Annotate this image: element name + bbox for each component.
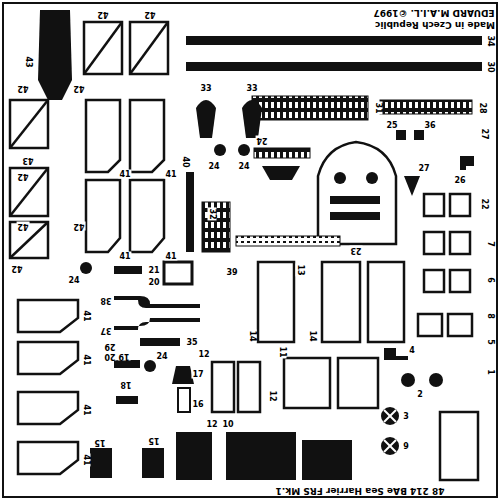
callout-number: 14 <box>248 329 257 342</box>
callout-number: 36 <box>423 121 436 130</box>
callout-number: 2 <box>416 390 424 399</box>
callout-number: 11 <box>278 345 287 358</box>
callout-number: 41 <box>82 353 91 366</box>
callout-number: 10 <box>221 420 234 429</box>
callout-number: 41 <box>164 170 177 179</box>
callout-number: 27 <box>480 127 489 140</box>
callout-number: 8 <box>486 312 495 320</box>
callout-number: 15 <box>147 436 160 445</box>
fret-inscription: Made in Czech Republic <box>374 20 496 29</box>
callout-number: 20 <box>147 278 160 287</box>
callout-number: 16 <box>191 400 204 409</box>
callout-number: 22 <box>480 197 489 210</box>
callout-number: 28 <box>478 101 487 114</box>
callout-number: 31 <box>374 101 383 114</box>
callout-number: 24 <box>155 352 168 361</box>
callout-number: 42 <box>16 222 29 231</box>
callout-number: 42 <box>72 222 85 231</box>
callout-number: 30 <box>486 60 495 73</box>
callout-number: 29 <box>103 342 116 351</box>
callout-number: 24 <box>255 136 268 145</box>
callout-number: 13 <box>296 263 305 276</box>
callout-number: 24 <box>67 276 80 285</box>
callout-number: 35 <box>185 338 198 347</box>
callout-number: 41 <box>164 252 177 261</box>
callout-number: 38 <box>99 296 112 305</box>
callout-number: 42 <box>10 264 23 273</box>
callout-number: 12 <box>197 350 210 359</box>
callout-number: 42 <box>16 172 29 181</box>
callout-number: 26 <box>453 176 466 185</box>
callout-number: 7 <box>486 240 495 248</box>
callout-number: 43 <box>21 156 34 165</box>
callout-number: 12 <box>205 420 218 429</box>
callout-number: 34 <box>486 34 495 47</box>
callout-number: 24 <box>237 162 250 171</box>
callout-number: 32 <box>208 207 217 220</box>
callout-number: 20 <box>103 352 116 361</box>
callout-number: 23 <box>349 246 362 255</box>
callout-number: 40 <box>181 155 190 168</box>
callout-number: 15 <box>93 438 106 447</box>
callout-number: 17 <box>191 370 204 379</box>
callout-number: 27 <box>417 164 430 173</box>
callout-number: 6 <box>486 276 495 284</box>
callout-number: 42 <box>96 10 109 19</box>
callout-number: 12 <box>268 389 277 402</box>
callout-number: 1 <box>486 368 495 376</box>
callout-number: 42 <box>143 10 156 19</box>
callout-number: 42 <box>16 84 29 93</box>
callout-number: 9 <box>402 442 410 451</box>
callout-number: 33 <box>245 84 258 93</box>
fret-inscription: 48 214 BAe Sea Harrier FRS Mk.1 <box>275 486 446 495</box>
callout-number: 19 <box>117 352 130 361</box>
callout-number: 42 <box>72 84 85 93</box>
callout-number: 33 <box>199 84 212 93</box>
callout-number: 5 <box>486 338 495 346</box>
callout-number: 41 <box>82 453 91 466</box>
callout-number: 4 <box>408 346 416 355</box>
callout-number: 24 <box>207 162 220 171</box>
callout-number: 39 <box>225 268 238 277</box>
callout-number: 41 <box>82 403 91 416</box>
callout-number: 3 <box>402 412 410 421</box>
callout-number: 18 <box>119 380 132 389</box>
callout-number: 41 <box>118 252 131 261</box>
callout-number: 43 <box>24 55 33 68</box>
fret-inscription: EDUARD M.A.I.L. ©1997 <box>373 8 496 17</box>
callout-number: 41 <box>118 170 131 179</box>
callout-number: 21 <box>147 266 160 275</box>
callout-number: 25 <box>385 121 398 130</box>
callout-number: 37 <box>99 326 112 335</box>
callout-number: 14 <box>308 329 317 342</box>
callout-number: 41 <box>82 309 91 322</box>
